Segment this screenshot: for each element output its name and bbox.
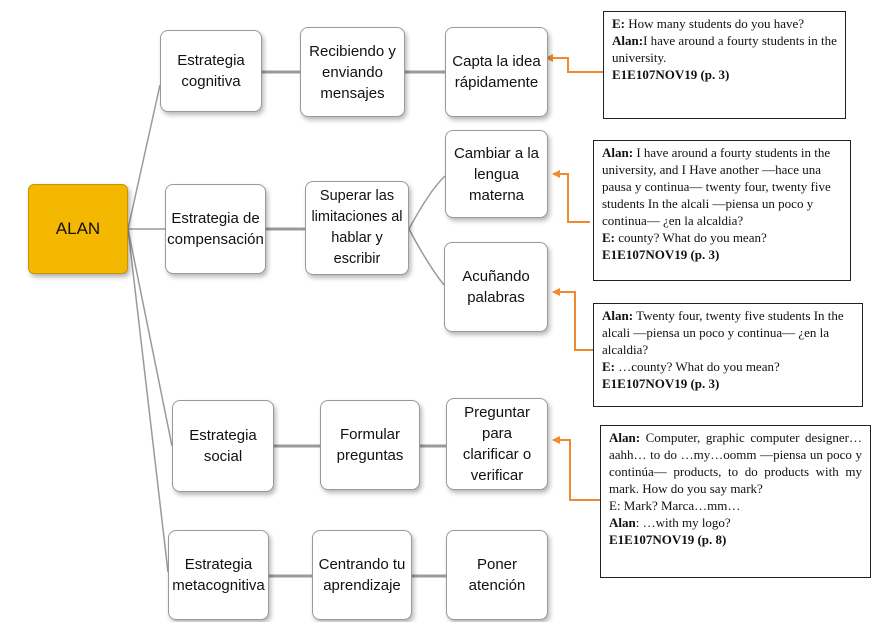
process-node-superar: Superar las limitaciones al hablar y esc…	[305, 181, 409, 275]
quote-text: county? What do you mean?	[615, 230, 767, 245]
quote-text: I have around a fourty students in the u…	[602, 145, 831, 228]
quote-speaker: E:	[612, 16, 625, 31]
arrow-quote-4	[552, 436, 600, 501]
result-node-poner: Poner atención	[446, 530, 548, 620]
quote-line: E: How many students do you have?	[612, 15, 837, 32]
quote-speaker: E:	[602, 230, 615, 245]
quote-box-4: Alan: Computer, graphic computer designe…	[600, 425, 871, 578]
quote-text: …county? What do you mean?	[615, 359, 780, 374]
connector-process-cambiar	[408, 175, 446, 230]
quote-text: Twenty four, twenty five students In the…	[602, 308, 844, 357]
process-node-centrando: Centrando tu aprendizaje	[312, 530, 412, 620]
result-label: Preguntar para clarificar o verificar	[462, 404, 532, 484]
process-label: Formular preguntas	[336, 426, 404, 464]
process-node-recibiendo: Recibiendo y enviando mensajes	[300, 27, 405, 117]
result-label: Poner atención	[468, 556, 526, 594]
process-label: Recibiendo y enviando mensajes	[309, 42, 396, 102]
connector-process-acunando	[408, 228, 445, 286]
quote-code: E1E107NOV19 (p. 3)	[602, 247, 720, 262]
process-label: Centrando tu aprendizaje	[318, 556, 406, 594]
quote-box-1: E: How many students do you have? Alan:I…	[603, 11, 846, 119]
arrow-quote-2	[552, 170, 590, 223]
quote-text: Computer, graphic computer designer…aahh…	[609, 430, 862, 496]
quote-speaker: E:	[602, 359, 615, 374]
quote-line: E: county? What do you mean?	[602, 229, 842, 246]
strategy-label: Estrategia metacognitiva	[172, 556, 265, 594]
result-node-acunando: Acuñando palabras	[444, 242, 548, 332]
process-label: Superar las limitaciones al hablar y esc…	[311, 188, 403, 267]
strategy-label: Estrategia cognitiva	[177, 52, 245, 90]
strategy-node-metacognitiva: Estrategia metacognitiva	[168, 530, 269, 620]
result-node-preguntar: Preguntar para clarificar o verificar	[446, 398, 548, 490]
quote-text: How many students do you have?	[625, 16, 805, 31]
strategy-label: Estrategia de compensación	[167, 210, 264, 248]
quote-line: E: Mark? Marca…mm…	[609, 497, 862, 514]
quote-text: E: Mark? Marca…mm…	[609, 498, 741, 513]
strategy-node-cognitiva: Estrategia cognitiva	[160, 30, 262, 112]
connector-root-cognitiva	[127, 84, 161, 230]
quote-speaker: Alan:	[609, 430, 641, 445]
strategy-node-social: Estrategia social	[172, 400, 274, 492]
result-node-cambiar: Cambiar a la lengua materna	[445, 130, 548, 218]
quote-line: E: …county? What do you mean?	[602, 358, 854, 375]
quote-code: E1E107NOV19 (p. 3)	[612, 67, 730, 82]
quote-speaker: Alan:	[602, 308, 634, 323]
root-node-alan: ALAN	[28, 184, 128, 274]
quote-speaker: Alan:	[602, 145, 634, 160]
quote-box-2: Alan: I have around a fourty students in…	[593, 140, 851, 281]
connector-root-social	[127, 228, 173, 447]
quote-line: Alan: I have around a fourty students in…	[602, 144, 842, 229]
quote-box-3: Alan: Twenty four, twenty five students …	[593, 303, 863, 407]
connector-root-metacognitiva	[127, 228, 169, 573]
quote-line: Alan: Computer, graphic computer designe…	[609, 429, 862, 497]
arrow-quote-3	[552, 288, 595, 351]
root-label: ALAN	[55, 219, 101, 238]
quote-code: E1E107NOV19 (p. 8)	[609, 532, 727, 547]
strategy-node-compensacion: Estrategia de compensación	[165, 184, 266, 274]
strategy-label: Estrategia social	[189, 427, 257, 465]
result-label: Cambiar a la lengua materna	[453, 144, 540, 204]
process-node-formular: Formular preguntas	[320, 400, 420, 490]
quote-speaker: Alan:	[612, 33, 644, 48]
quote-text: : …with my logo?	[635, 515, 731, 530]
result-node-capta: Capta la idea rápidamente	[445, 27, 548, 117]
result-label: Capta la idea rápidamente	[452, 53, 541, 91]
quote-text: I have around a fourty students in the u…	[612, 33, 837, 65]
quote-line: Alan:I have around a fourty students in …	[612, 32, 837, 66]
quote-line: Alan: Twenty four, twenty five students …	[602, 307, 854, 358]
quote-line: Alan: …with my logo?	[609, 514, 862, 531]
quote-speaker: Alan	[609, 515, 636, 530]
quote-code: E1E107NOV19 (p. 3)	[602, 376, 720, 391]
result-label: Acuñando palabras	[462, 268, 530, 306]
arrow-quote-1	[545, 54, 603, 73]
